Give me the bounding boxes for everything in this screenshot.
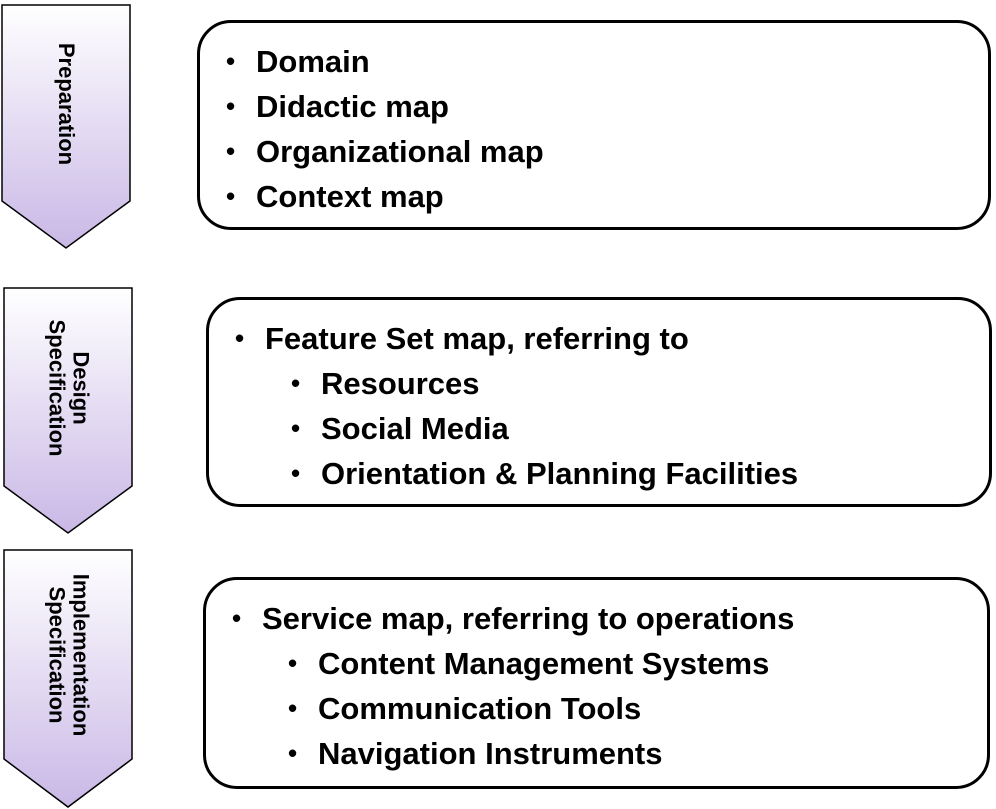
stage-label: Implementation Specification (0, 549, 136, 761)
sub-list-item: Navigation Instruments (226, 731, 967, 776)
stage-content-box: Feature Set map, referring to Resources … (206, 297, 992, 507)
sub-list-item: Social Media (229, 406, 969, 451)
stage-implementation-specification: Implementation Specification Service map… (0, 549, 996, 809)
list-item: Service map, referring to operations (226, 596, 967, 641)
list-item: Feature Set map, referring to (229, 316, 969, 361)
stage-design-specification: Design Specification Feature Set map, re… (0, 287, 996, 535)
stage-label-line: Specification (44, 586, 70, 724)
list-item: Context map (220, 174, 968, 219)
stage-content-box: Domain Didactic map Organizational map C… (197, 20, 991, 230)
stage-label-line: Specification (44, 319, 70, 457)
sub-list-item: Orientation & Planning Facilities (229, 451, 969, 496)
stage-content-box: Service map, referring to operations Con… (203, 577, 990, 789)
sub-list-item: Resources (229, 361, 969, 406)
sub-list-item: Communication Tools (226, 686, 967, 731)
stage-label: Design Specification (0, 287, 136, 489)
stage-preparation: Preparation Domain Didactic map Organiza… (0, 4, 996, 250)
stage-label: Preparation (0, 4, 132, 204)
stage-label-line: Preparation (53, 42, 79, 166)
list-item: Didactic map (220, 84, 968, 129)
stage-chevron (1, 4, 131, 249)
list-item: Organizational map (220, 129, 968, 174)
stage-chevron (3, 287, 133, 534)
stage-chevron (3, 549, 133, 808)
stage-label-line: Implementation (68, 573, 94, 737)
list-item: Domain (220, 39, 968, 84)
stage-label-line: Design (68, 351, 94, 425)
sub-list-item: Content Management Systems (226, 641, 967, 686)
